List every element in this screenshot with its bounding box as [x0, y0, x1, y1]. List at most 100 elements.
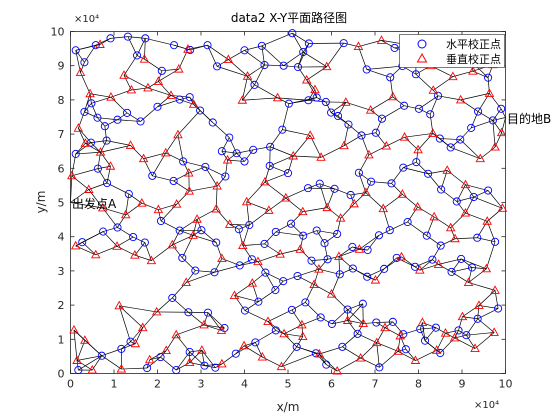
vertical-correction-point [474, 300, 484, 309]
vertical-correction-point [183, 44, 193, 53]
path-edge [189, 349, 203, 363]
horizontal-correction-point [284, 99, 293, 108]
vertical-correction-point [144, 354, 155, 364]
horizontal-correction-point [141, 34, 150, 43]
horizontal-correction-point [401, 345, 410, 354]
horizontal-correction-point [143, 363, 152, 373]
legend: 水平校正点 垂直校正点 [399, 34, 505, 68]
path-edge [440, 189, 457, 202]
vertical-correction-point [326, 289, 337, 298]
path-edge [319, 353, 327, 365]
x-tick-label: 5 [285, 378, 292, 391]
vertical-correction-point [470, 343, 480, 352]
horizontal-correction-point [185, 93, 194, 102]
horizontal-correction-point [387, 179, 396, 188]
x-tick-label: 1 [111, 378, 118, 391]
vertical-correction-point [497, 203, 508, 212]
horizontal-correction-point [473, 233, 482, 242]
horizontal-correction-point [179, 157, 188, 166]
vertical-correction-point [125, 140, 136, 149]
chart-title: data2 X-Y平面路径图 [231, 10, 347, 25]
path-edge [80, 72, 91, 94]
path-edge [146, 359, 151, 369]
path-edge [90, 140, 107, 143]
path-edge [78, 128, 92, 143]
path-edge [450, 147, 481, 160]
path-edge [378, 229, 390, 236]
vertical-correction-point [463, 277, 474, 286]
path-edge [419, 259, 433, 271]
vertical-correction-point [341, 97, 351, 106]
path-edge [282, 129, 311, 136]
y-tick-label: 6 [58, 162, 65, 175]
path-edge [347, 320, 358, 335]
vertical-correction-point [429, 211, 439, 221]
horizontal-correction-point [124, 189, 133, 198]
path-edge [130, 327, 143, 342]
horizontal-correction-point [80, 107, 89, 116]
path-edge [264, 172, 289, 183]
horizontal-correction-point [346, 190, 355, 200]
horizontal-correction-point [339, 39, 348, 48]
horizontal-correction-point [200, 361, 209, 370]
path-edge [176, 362, 190, 371]
vertical-correction-point [264, 205, 274, 214]
horizontal-correction-point [484, 73, 493, 82]
path-edge [179, 96, 190, 100]
horizontal-correction-point [435, 134, 444, 143]
path-edge [247, 76, 255, 86]
vertical-correction-point [376, 35, 387, 44]
legend-entry-vertical: 垂直校正点 [446, 52, 501, 66]
vertical-correction-point [167, 239, 178, 249]
path-edge [242, 245, 253, 260]
horizontal-correction-point [312, 93, 321, 102]
horizontal-correction-point [279, 277, 288, 286]
y-exponent-label: ×10⁴ [74, 14, 99, 25]
vertical-correction-point [217, 253, 227, 263]
vertical-correction-point [188, 99, 199, 108]
path-edge [297, 275, 315, 285]
path-edge [473, 196, 503, 209]
path-edge [358, 40, 382, 47]
path-edge [419, 328, 426, 341]
path-edge [468, 268, 487, 283]
vertical-correction-point [211, 203, 221, 213]
path-edge [241, 76, 248, 101]
path-edge [275, 223, 292, 233]
path-edge [337, 102, 347, 117]
horizontal-correction-point [333, 229, 342, 239]
path-edge [465, 184, 475, 198]
horizontal-correction-point [437, 185, 446, 194]
vertical-correction-point [106, 92, 116, 101]
path-edge [283, 275, 298, 282]
vertical-correction-point [380, 322, 390, 332]
vertical-correction-point [334, 251, 344, 260]
horizontal-correction-point [283, 169, 293, 178]
path-edge [244, 301, 259, 311]
horizontal-correction-point [168, 293, 177, 302]
path-edge [367, 268, 385, 278]
path-edge [236, 153, 245, 162]
horizontal-correction-point [197, 226, 206, 235]
x-tick-label: 2 [154, 378, 161, 391]
path-edge [76, 360, 79, 371]
horizontal-correction-point [157, 66, 166, 75]
path-edge [299, 249, 312, 261]
vertical-correction-point [335, 213, 346, 222]
path-edge [324, 243, 328, 260]
horizontal-correction-point [265, 161, 274, 170]
path-edge [487, 77, 490, 94]
vertical-correction-point [87, 364, 98, 374]
horizontal-correction-point [286, 219, 296, 228]
path-edge [104, 119, 118, 127]
vertical-correction-point [184, 167, 194, 177]
vertical-correction-point [90, 249, 101, 259]
path-edge [121, 341, 131, 350]
path-edge [80, 62, 85, 73]
path-edge [246, 201, 269, 211]
horizontal-correction-point [335, 270, 344, 279]
path-edge [158, 209, 162, 222]
path-edge [97, 117, 106, 127]
path-edge [173, 172, 189, 182]
